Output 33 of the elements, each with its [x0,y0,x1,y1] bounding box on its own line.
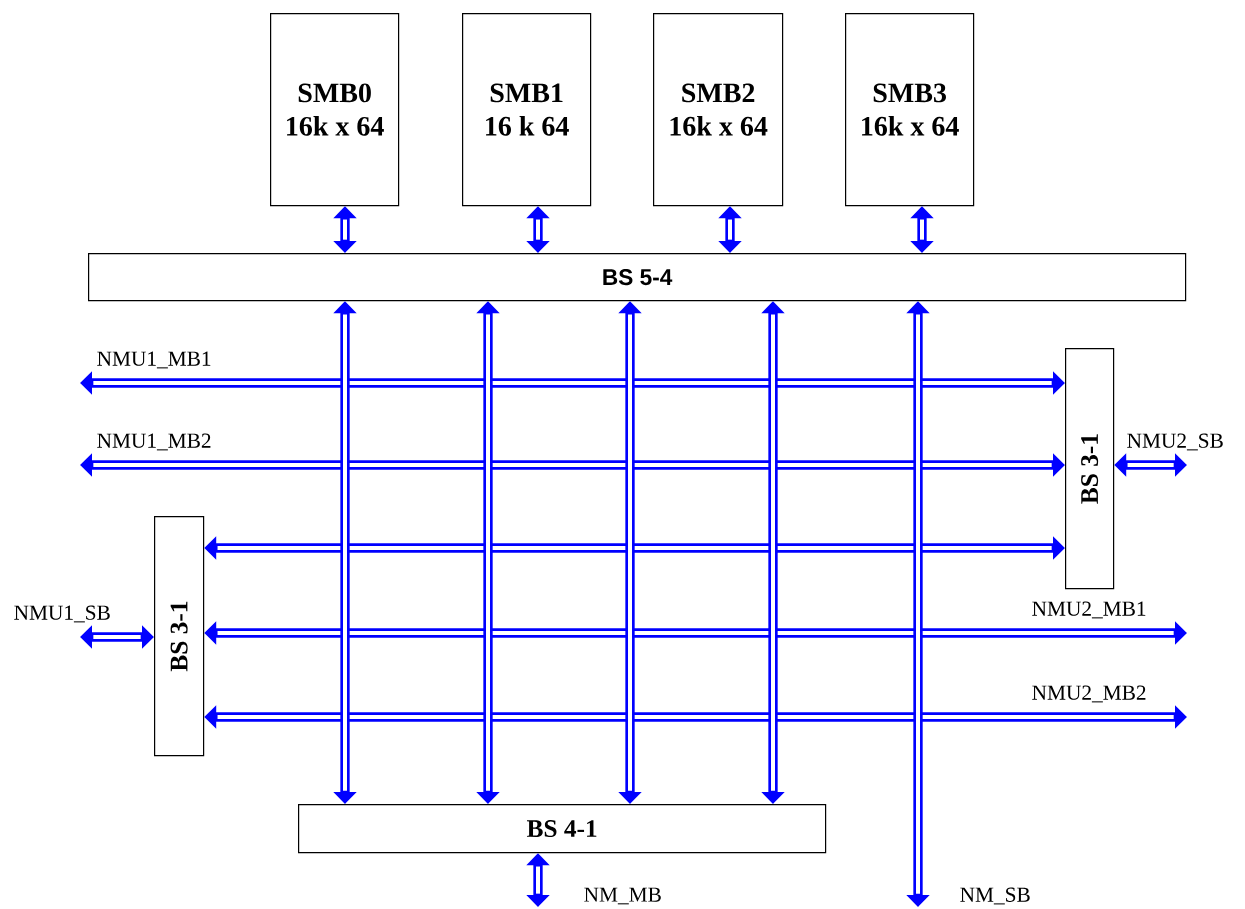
bus-label: NMU1_MB2 [95,432,213,452]
memory-block-box: SMB1 16 k 64 [462,13,592,207]
bus-arrow [204,621,1187,645]
bus-arrow [80,625,154,649]
bus-arrow [333,301,357,804]
bus-label: NM_MB [582,886,664,906]
bus-arrow [333,206,357,253]
switch-block-box: BS 4-1 [298,804,827,854]
bus-arrow [526,206,550,253]
switch-block-box: BS 3-1 [1065,348,1115,590]
memory-block-box: SMB2 16k x 64 [653,13,784,207]
bus-arrow [526,853,550,907]
bus-label: NMU2_SB [1125,432,1226,452]
bus-arrow [906,301,930,907]
bus-arrow [718,206,742,253]
bus-arrow [204,705,1187,729]
bus-label: NMU1_SB [12,604,113,624]
bus-arrow [204,536,1065,560]
switch-block-box: BS 5-4 [88,253,1187,302]
memory-block-box: SMB0 16k x 64 [270,13,400,207]
bus-label: NMU1_MB1 [95,350,213,370]
bus-label: NMU2_MB2 [1030,684,1148,704]
switch-block-box: BS 3-1 [154,516,205,757]
bus-arrow [1114,453,1187,477]
bus-arrow [761,301,785,804]
memory-block-box: SMB3 16k x 64 [845,13,975,207]
bus-arrow [910,206,934,253]
bus-label: NMU2_MB1 [1030,600,1148,620]
bus-arrow [476,301,500,804]
bus-label: NM_SB [958,886,1033,906]
bus-arrow [618,301,642,804]
bus-arrow [80,453,1065,477]
bus-arrow [80,371,1065,395]
